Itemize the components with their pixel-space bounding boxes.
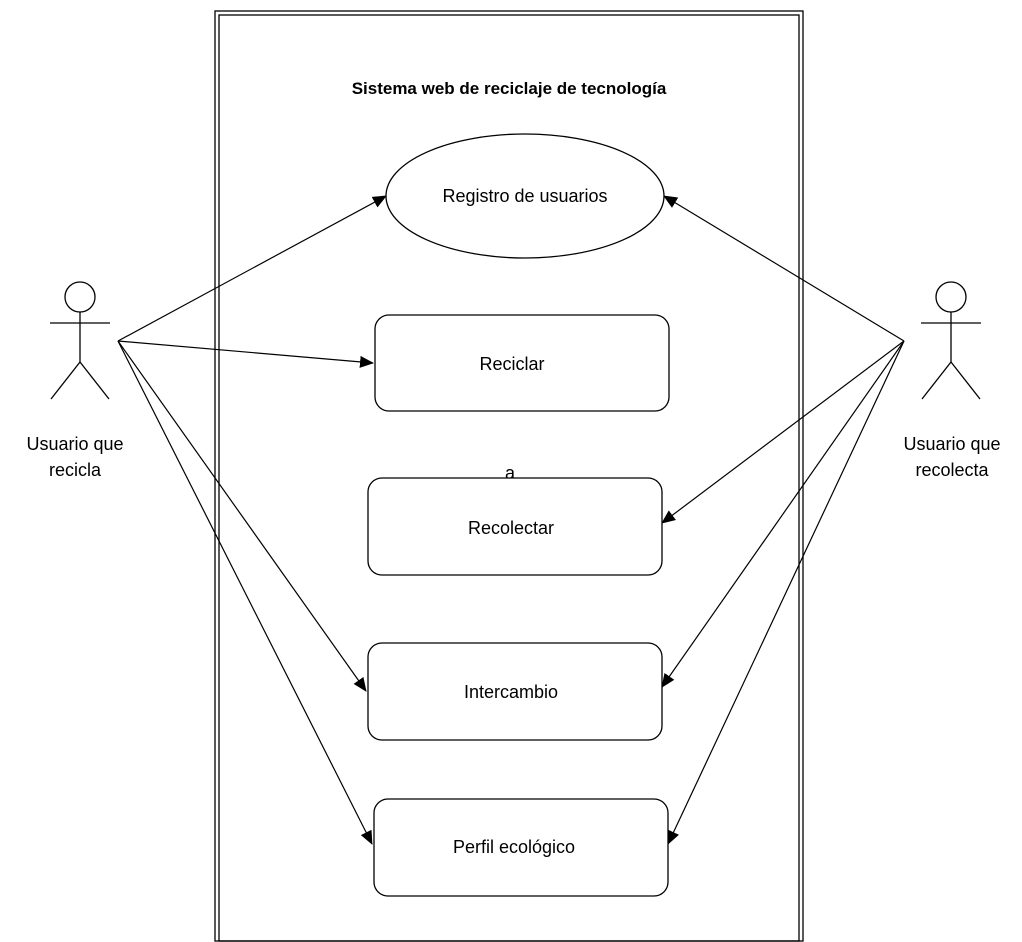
actor-label-line1: Usuario que bbox=[903, 434, 1000, 454]
system-title: Sistema web de reciclaje de tecnología bbox=[352, 79, 667, 98]
edge-recicla-intercambio bbox=[117, 340, 367, 692]
use-case-label: Registro de usuarios bbox=[442, 186, 607, 206]
edge-recicla-perfil bbox=[117, 340, 373, 845]
actor-label-line1: Usuario que bbox=[26, 434, 123, 454]
use-case-intercambio[interactable]: Intercambio bbox=[367, 642, 663, 741]
use-case-reciclar[interactable]: Reciclar bbox=[374, 314, 670, 412]
stray-text: a bbox=[505, 463, 516, 483]
actor-usuario-que-recicla[interactable]: Usuario que recicla bbox=[26, 281, 124, 480]
edge-recolecta-recolectar bbox=[661, 340, 905, 524]
actor-label-line2: recicla bbox=[49, 460, 102, 480]
use-case-label: Recolectar bbox=[468, 518, 554, 538]
use-case-label: Intercambio bbox=[464, 682, 558, 702]
stick-figure-icon bbox=[921, 281, 981, 400]
use-case-registro-de-usuarios[interactable]: Registro de usuarios bbox=[385, 133, 665, 259]
associations bbox=[117, 195, 905, 845]
system-boundary bbox=[214, 10, 804, 942]
actor-usuario-que-recolecta[interactable]: Usuario que recolecta bbox=[903, 281, 1001, 480]
use-case-label: Perfil ecológico bbox=[453, 837, 575, 857]
use-case-label: Reciclar bbox=[479, 354, 544, 374]
edge-recolecta-intercambio bbox=[661, 340, 905, 688]
actor-label-line2: recolecta bbox=[915, 460, 989, 480]
use-case-recolectar[interactable]: Recolectar bbox=[367, 477, 663, 576]
edge-recolecta-perfil bbox=[667, 340, 905, 845]
edge-recicla-registro bbox=[117, 195, 387, 342]
edge-recolecta-registro bbox=[663, 195, 905, 342]
use-case-perfil-ecologico[interactable]: Perfil ecológico bbox=[373, 798, 669, 897]
edge-recicla-reciclar bbox=[117, 340, 374, 368]
stick-figure-icon bbox=[50, 281, 110, 400]
